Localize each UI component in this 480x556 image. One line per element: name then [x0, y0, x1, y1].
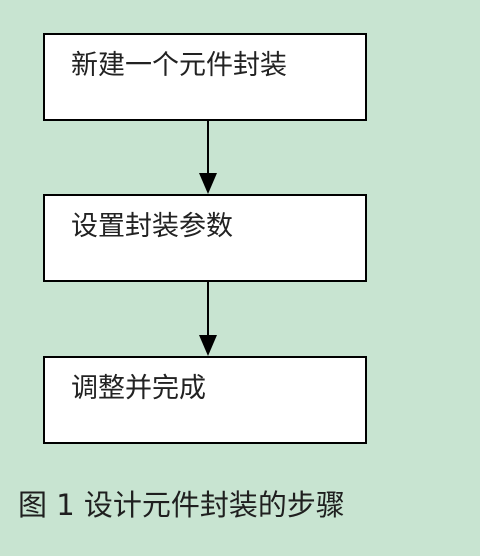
step-box-adjust-finish: 调整并完成 — [43, 356, 367, 444]
step-box-set-parameters: 设置封装参数 — [43, 194, 367, 282]
flow-arrow-1 — [196, 121, 220, 194]
figure-caption: 图 1 设计元件封装的步骤 — [18, 488, 345, 522]
down-arrow-icon — [199, 121, 217, 194]
step-box-new-component: 新建一个元件封装 — [43, 33, 367, 121]
step-label: 新建一个元件封装 — [71, 50, 287, 81]
step-label: 设置封装参数 — [71, 211, 233, 242]
step-label: 调整并完成 — [71, 373, 206, 404]
down-arrow-icon — [199, 282, 217, 356]
flow-arrow-2 — [196, 282, 220, 356]
